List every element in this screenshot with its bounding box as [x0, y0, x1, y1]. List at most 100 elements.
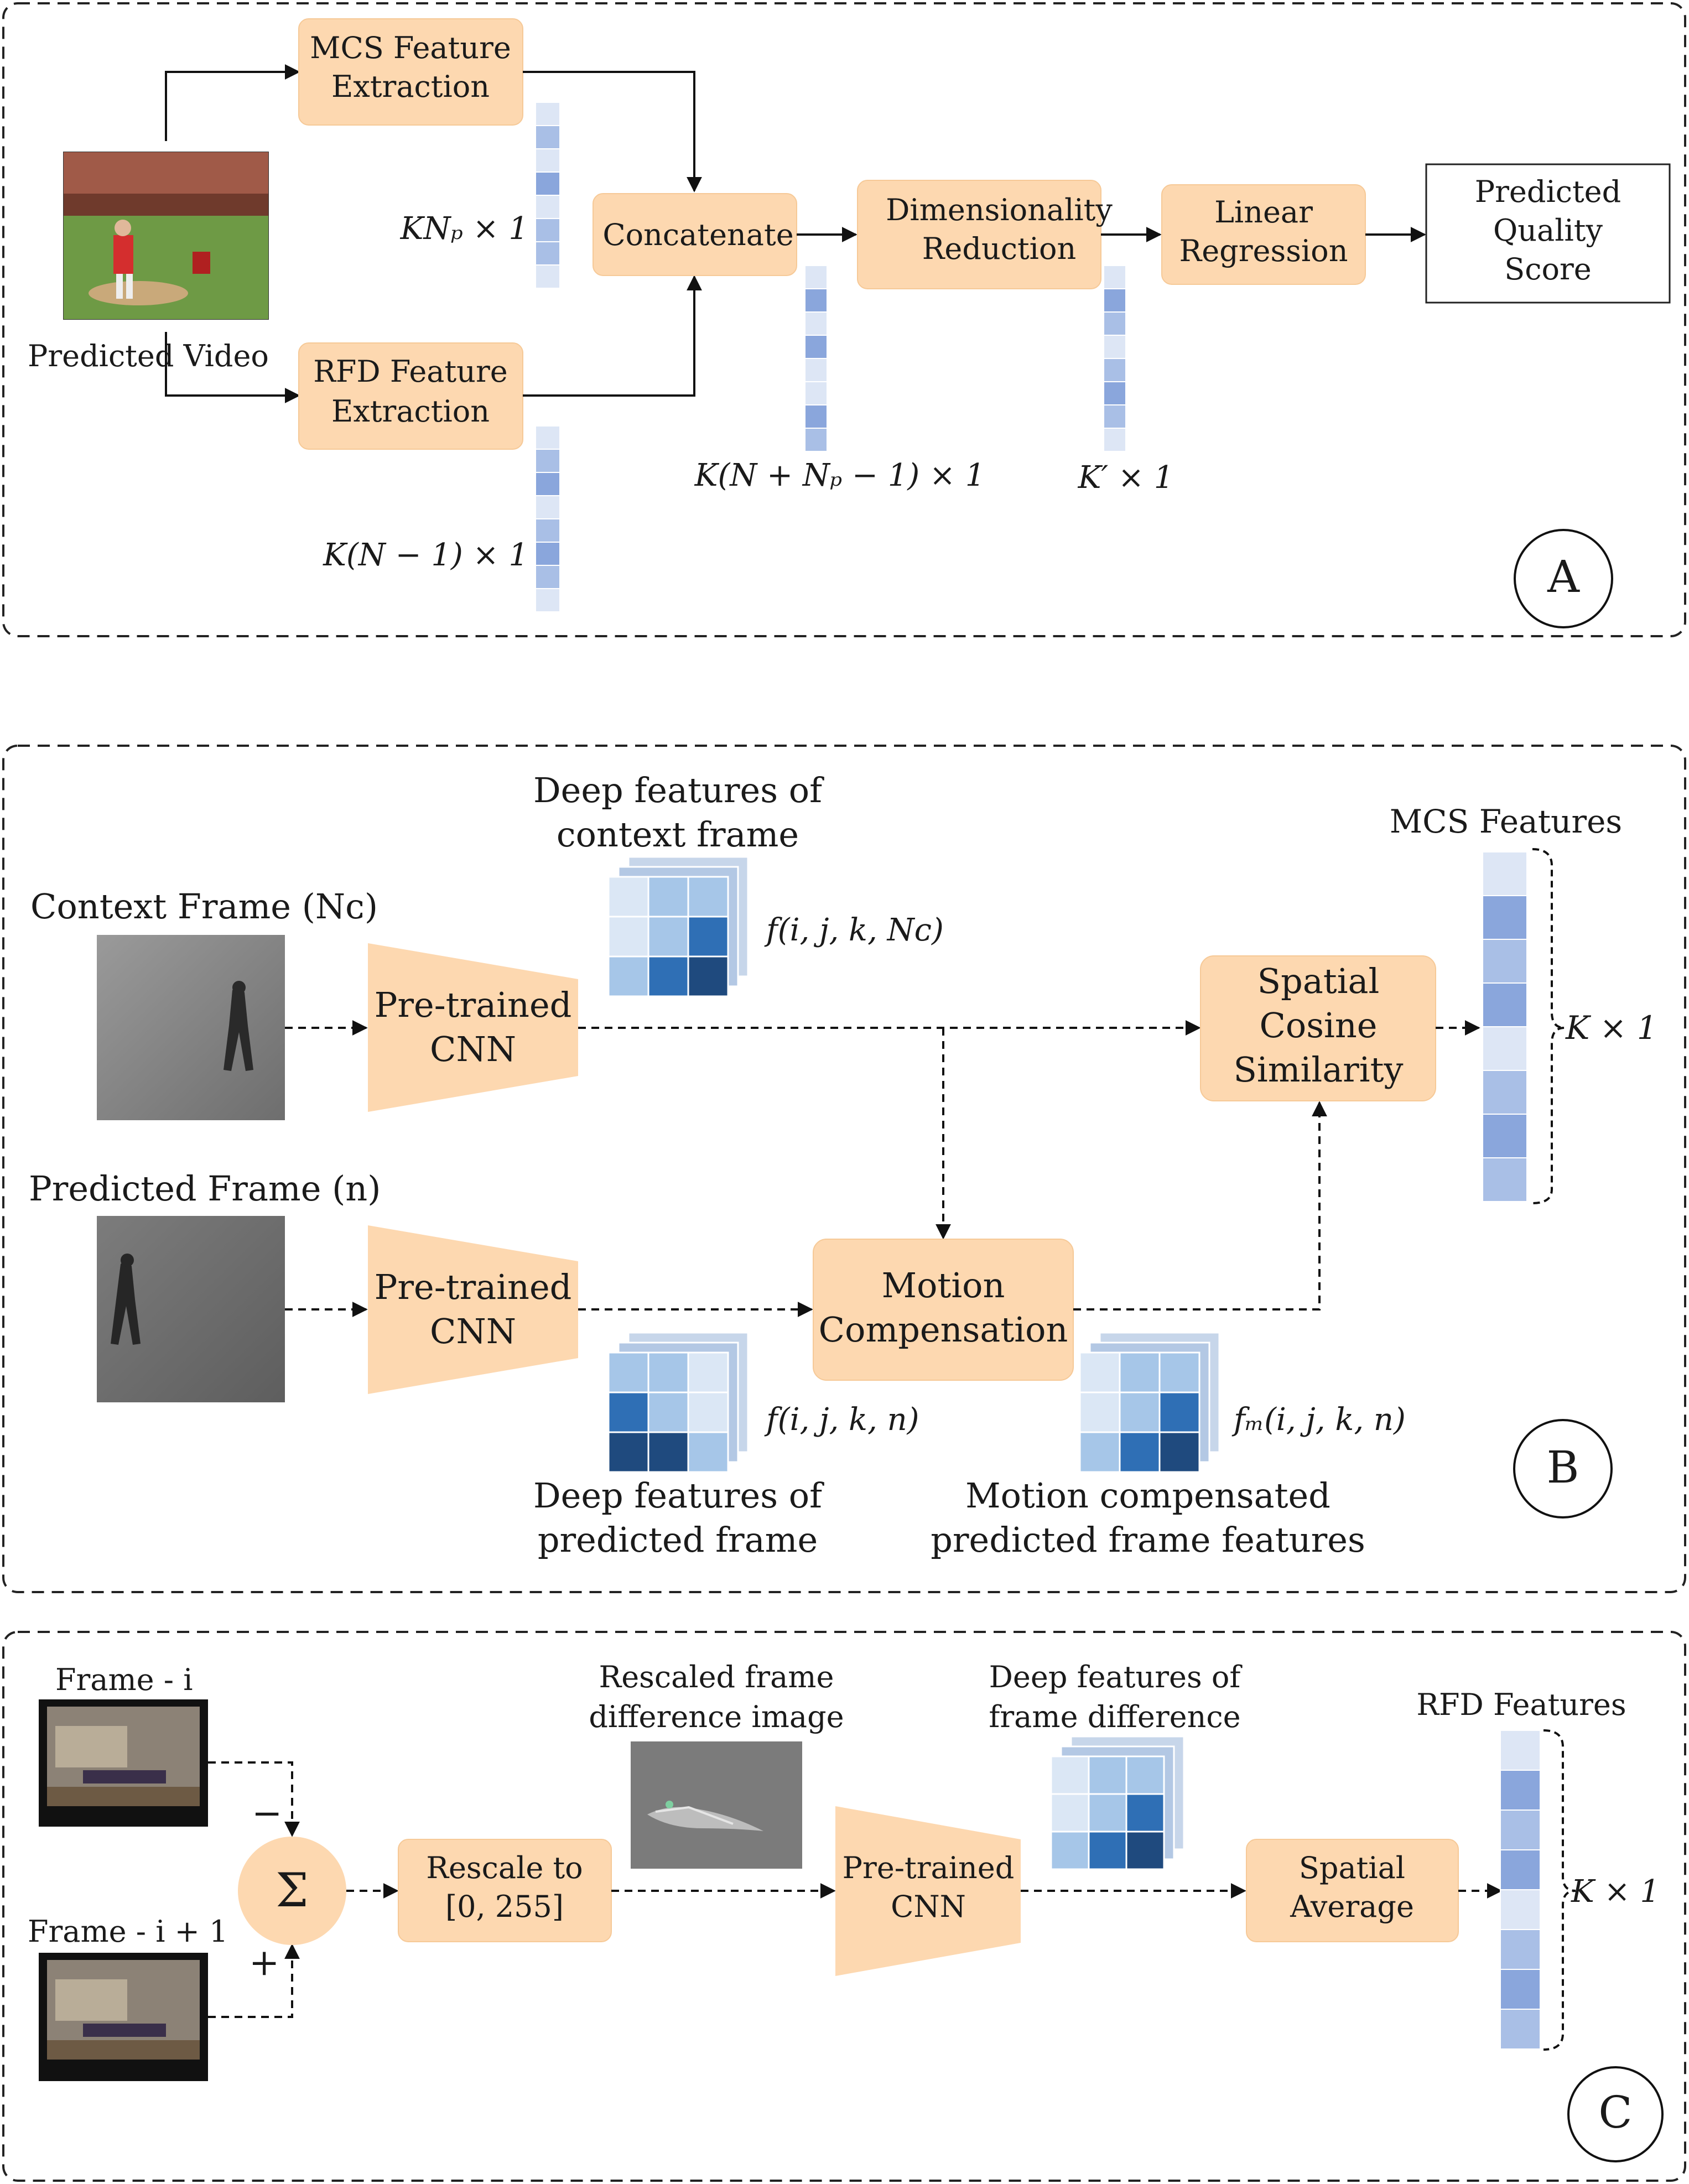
- vector-cell: [535, 449, 560, 473]
- minus-sign: −: [252, 1792, 282, 1834]
- predicted-frame-label: Predicted Frame (n): [29, 1168, 381, 1209]
- arrow-video-to-mcs: [165, 64, 300, 141]
- concatenate-label: Concatenate: [602, 217, 793, 252]
- vector-cell: [1482, 1114, 1527, 1158]
- vector-cell: [1500, 1770, 1541, 1811]
- heatmap-cell: [647, 1391, 689, 1433]
- vector-cell: [535, 518, 560, 543]
- vector-cell: [535, 495, 560, 519]
- vector-cell: [535, 542, 560, 566]
- panel-b-badge-label: B: [1547, 1442, 1579, 1493]
- deep-diff-line1: Deep features of: [989, 1660, 1243, 1694]
- heatmap-cell: [1158, 1351, 1201, 1393]
- vector-cell: [804, 288, 828, 313]
- vector-cell: [804, 335, 828, 359]
- heatmap-cell: [687, 916, 729, 958]
- rfd-extraction-line2: Extraction: [331, 394, 490, 429]
- vector-cell: [535, 102, 560, 126]
- heatmap-cell: [1125, 1755, 1165, 1795]
- arrow-video-to-rfd: [165, 332, 300, 403]
- vector-cell: [1103, 358, 1126, 382]
- predicted-frame-image: [97, 1216, 285, 1402]
- feature-vector-concat: [804, 265, 828, 452]
- heatmap-cell: [687, 1431, 729, 1473]
- cosine-line1: Spatial: [1257, 961, 1380, 1001]
- vector-cell: [1482, 982, 1527, 1027]
- vector-cell: [804, 381, 828, 405]
- heatmap-cell: [1158, 1431, 1201, 1473]
- heatmap-predicted-features: [607, 1332, 749, 1473]
- cosine-line2: Cosine: [1259, 1005, 1377, 1046]
- vector-cell: [804, 428, 828, 452]
- mcs-extraction-line2: Extraction: [331, 69, 490, 104]
- vector-cell: [1482, 895, 1527, 940]
- panel-a-border: [2, 2, 1686, 637]
- pretrained-cnn-1: [368, 943, 578, 1112]
- vector-cell: [804, 265, 828, 289]
- heatmap-cell: [647, 916, 689, 958]
- mcs-features-vector: [1482, 851, 1527, 1202]
- heatmap-motion-compensated: [1079, 1332, 1220, 1473]
- output-line3: Score: [1504, 252, 1592, 287]
- rfd-dim: K × 1: [1571, 1874, 1660, 1910]
- deep-predicted-line2: predicted frame: [538, 1520, 818, 1560]
- heatmap-cell: [607, 876, 649, 918]
- heatmap-cell: [687, 1391, 729, 1433]
- plus-sign: +: [249, 1941, 279, 1984]
- panel-a-badge: [1514, 529, 1613, 628]
- panel-a-badge-label: A: [1547, 551, 1580, 602]
- rescaled-diff-line2: difference image: [589, 1699, 844, 1734]
- heatmap-cell: [647, 1351, 689, 1393]
- heatmap-cell: [1079, 1431, 1121, 1473]
- vector-cell: [1500, 1929, 1541, 1970]
- output-line2: Quality: [1493, 213, 1603, 248]
- vector-cell: [1500, 2009, 1541, 2050]
- vector-cell: [535, 425, 560, 450]
- mcs-features-title: MCS Features: [1390, 803, 1622, 840]
- vector-cell: [535, 148, 560, 173]
- arrow-frame-i1-to-sum: [208, 1943, 300, 2018]
- mc-features-line1: Motion compensated: [965, 1475, 1331, 1516]
- cnn1-line1: Pre-trained: [375, 985, 572, 1025]
- rfd-features-title: RFD Features: [1416, 1687, 1626, 1722]
- heatmap-cell: [1158, 1391, 1201, 1433]
- pretrained-cnn-2: [368, 1225, 578, 1394]
- panel-c-border: [2, 1631, 1686, 2182]
- context-frame-label: Context Frame (Nᴄ): [30, 886, 378, 927]
- dimred-line2: Reduction: [922, 231, 1076, 266]
- arrow-motion-to-cosine: [1073, 1101, 1327, 1311]
- cnn2-line2: CNN: [430, 1311, 516, 1351]
- frame-i-label: Frame - i: [55, 1662, 193, 1697]
- rfd-extraction-line1: RFD Feature: [313, 354, 508, 389]
- vector-cell: [535, 565, 560, 589]
- vector-cell: [1482, 1026, 1527, 1071]
- vector-cell: [1103, 428, 1126, 452]
- dim-concat: K(N + Nₚ − 1) × 1: [694, 457, 985, 493]
- mcs-extraction-line1: MCS Feature: [310, 30, 511, 65]
- heatmap-cell: [687, 1351, 729, 1393]
- vector-cell: [1103, 311, 1126, 336]
- feature-vector-reduced: [1103, 265, 1126, 452]
- arrow-mcs-to-concat: [523, 71, 702, 193]
- mcs-bracket: [1532, 848, 1565, 1204]
- vector-cell: [1103, 381, 1126, 405]
- heatmap-cell: [1119, 1431, 1161, 1473]
- vector-cell: [1500, 1730, 1541, 1771]
- heatmap-cell: [647, 1431, 689, 1473]
- vector-cell: [535, 218, 560, 242]
- vector-cell: [535, 264, 560, 289]
- heatmap-cell: [1125, 1793, 1165, 1833]
- spatial-avg-line2: Average: [1290, 1889, 1414, 1924]
- heatmap-cell: [1125, 1831, 1165, 1870]
- heatmap-cell: [647, 876, 689, 918]
- arrow-frame-i-to-sum: [208, 1761, 300, 1837]
- rescale-line2: [0, 255]: [445, 1889, 564, 1924]
- frame-i1-image: [39, 1953, 208, 2081]
- feature-vector-rfd: [535, 425, 560, 612]
- heatmap-cell: [1079, 1391, 1121, 1433]
- rfd-bracket: [1543, 1729, 1576, 2051]
- vector-cell: [1482, 1070, 1527, 1115]
- vector-cell: [1103, 288, 1126, 313]
- heatmap-cell: [1050, 1831, 1090, 1870]
- vector-cell: [1482, 851, 1527, 896]
